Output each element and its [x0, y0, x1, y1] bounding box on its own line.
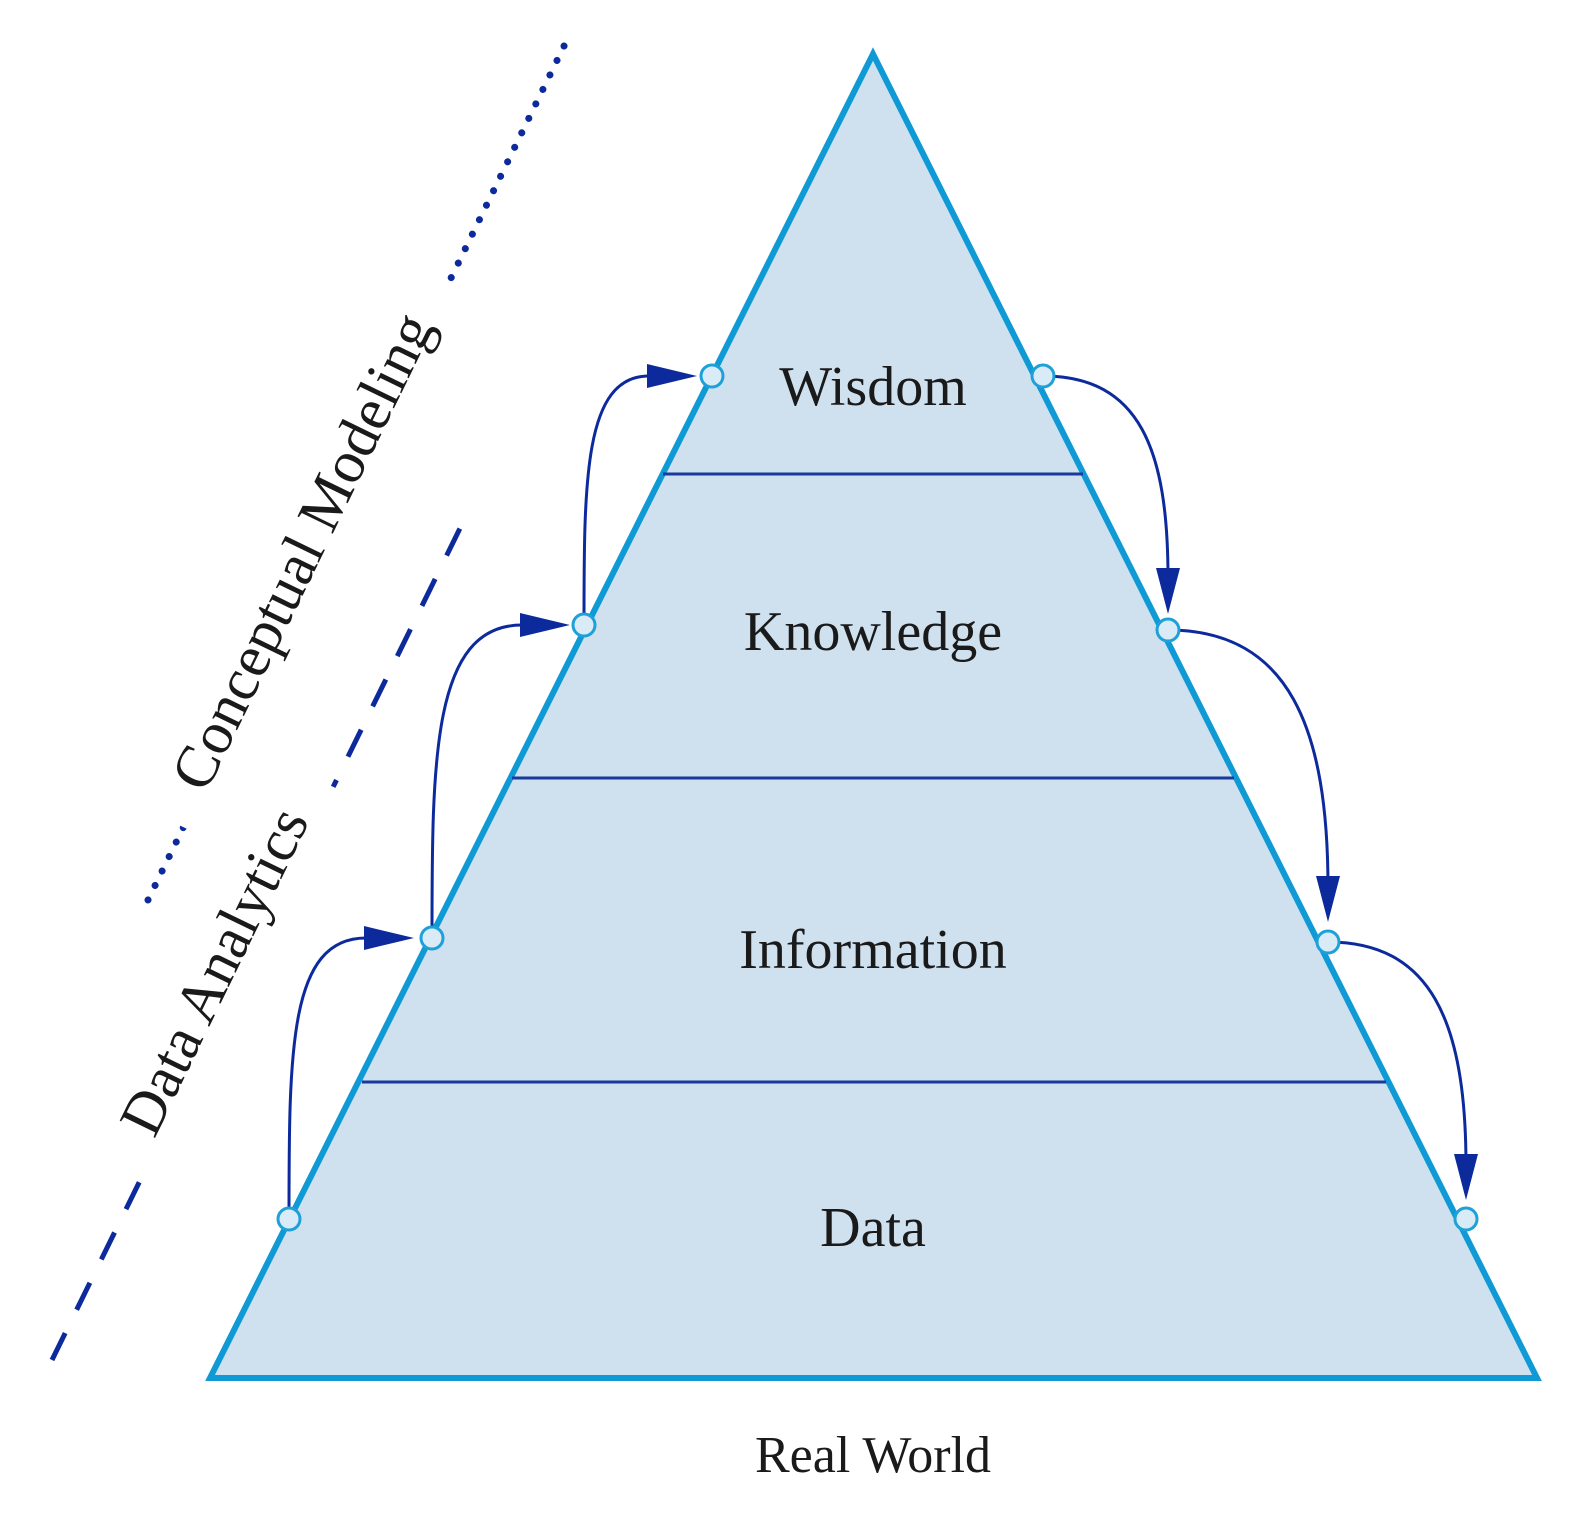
- level-label-knowledge: Knowledge: [744, 601, 1002, 663]
- arrowhead-wisdom-to-knowledge: [1156, 568, 1180, 614]
- node-left-information: [419, 925, 445, 951]
- node-right-knowledge: [1155, 617, 1181, 643]
- arrow-data-to-information: [287, 936, 367, 1220]
- arrow-wisdom-to-knowledge: [1042, 374, 1170, 579]
- arrowhead-data-to-information: [364, 926, 414, 950]
- data-analytics-label-bg: [93, 763, 348, 1186]
- arrow-information-to-data: [1327, 940, 1468, 1167]
- node-right-wisdom: [1030, 363, 1056, 389]
- level-label-wisdom: Wisdom: [779, 356, 967, 418]
- data-analytics-label-group: Data Analytics: [93, 763, 348, 1186]
- conceptual-modeling-label-group: Conceptual Modeling: [145, 269, 472, 840]
- arrowhead-information-to-knowledge: [520, 613, 570, 637]
- level-label-data: Data: [820, 1197, 926, 1259]
- arrow-knowledge-to-information: [1167, 628, 1330, 889]
- conceptual-modeling-label-bg: [145, 269, 472, 840]
- arrowhead-information-to-data: [1454, 1154, 1478, 1200]
- node-left-data: [276, 1206, 302, 1232]
- pyramid-body: [205, 47, 1542, 1381]
- level-label-information: Information: [739, 919, 1006, 981]
- node-right-information: [1315, 929, 1341, 955]
- real-world-label: Real World: [755, 1427, 991, 1484]
- node-right-data: [1453, 1206, 1479, 1232]
- arrowhead-knowledge-to-wisdom: [647, 364, 697, 388]
- arrow-knowledge-to-wisdom: [582, 374, 650, 626]
- node-left-wisdom: [699, 363, 725, 389]
- arrowhead-knowledge-to-information: [1316, 876, 1340, 922]
- node-left-knowledge: [571, 612, 597, 638]
- conceptual-modeling-label: Conceptual Modeling: [158, 302, 446, 800]
- arrow-information-to-knowledge: [430, 623, 523, 939]
